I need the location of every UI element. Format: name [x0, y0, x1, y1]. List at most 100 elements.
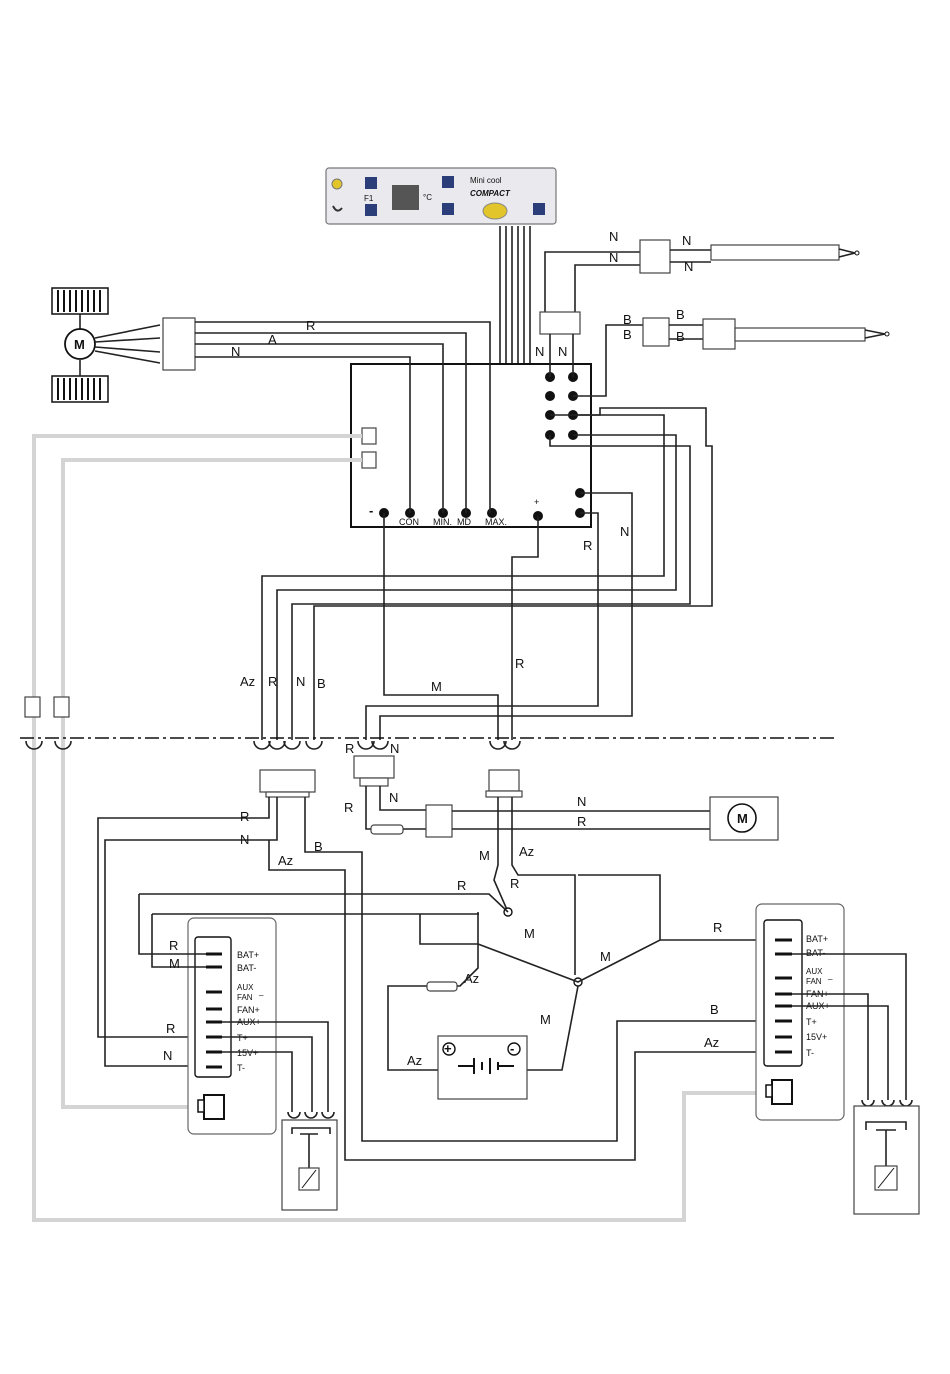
right-bat-minus: BAT- [806, 948, 825, 958]
probe-1-connector [640, 240, 670, 273]
temperature-probe-1: N N N N [545, 229, 859, 314]
wire-label-m-center: M [479, 848, 490, 863]
sensor-connector-1 [25, 697, 40, 717]
wire-label-n-board: N [620, 524, 629, 539]
wire-label-az-relay: Az [464, 971, 479, 986]
unit-label: °C [423, 193, 432, 202]
wire-label-m-main: M [431, 679, 442, 694]
left-relay-box [282, 1112, 337, 1210]
left-aux: AUX [237, 983, 254, 992]
wire-label-r-fan: R [306, 318, 315, 333]
temperature-probe-icon [711, 245, 839, 260]
control-module-left: BAT+ BAT- AUX _ FAN FAN+ AUX+ T+ 15V+ T-… [139, 894, 328, 1134]
wire-label-r-motor: R [577, 814, 586, 829]
board-connector-2 [362, 452, 376, 468]
wire-label-n-probe-b: N [609, 250, 618, 265]
wire-label-b-probe-b: B [623, 327, 632, 342]
left-t-plus: T+ [237, 1033, 248, 1043]
f1-label: F1 [364, 194, 374, 203]
wire-label-r-comp-b: R [344, 800, 353, 815]
wire-label-n-comp-b: N [389, 790, 398, 805]
wire-label-b-probe-a: B [623, 312, 632, 327]
control-panel: F1 °C Mini cool COMPACT [326, 168, 556, 224]
wire-label-n-harness: N [296, 674, 305, 689]
wire-label-r-relay-b: R [713, 920, 722, 935]
battery-minus: - [510, 1041, 514, 1056]
terminal-con: CON [399, 517, 419, 527]
wire-label-r-main: R [515, 656, 524, 671]
fuse-icon [371, 825, 403, 834]
down-arrow-button-2 [442, 203, 454, 215]
left-fan: FAN [237, 993, 253, 1002]
wire-label-n-board-b: N [558, 344, 567, 359]
temperature-display [392, 185, 419, 210]
wire-label-b-probe-c: B [676, 307, 685, 322]
compressor-connector: R N R N [344, 741, 452, 837]
fuse-icon-2 [427, 982, 457, 991]
wire-label-az-battery: Az [407, 1053, 422, 1068]
wire-label-az-mod-right: Az [704, 1035, 719, 1050]
right-t-plus: T+ [806, 1017, 817, 1027]
wire-label-n-mod-left: N [163, 1048, 172, 1063]
wire-label-b-harness: B [317, 676, 326, 691]
sensor-connector-2 [54, 697, 69, 717]
up-arrow-button-2 [442, 176, 454, 188]
terminal-md: MD [457, 517, 471, 527]
wire-label-r-mod-left: R [169, 938, 178, 953]
right-15v-plus: 15V+ [806, 1032, 827, 1042]
wire-label-n-probe-d: N [684, 259, 693, 274]
left-bat-minus: BAT- [237, 963, 256, 973]
board-plus: + [534, 497, 539, 507]
wire-label-r-comp: R [345, 741, 354, 756]
wire-label-b-mod-right: B [710, 1002, 719, 1017]
control-module-right: BAT+ BAT- AUX _ FAN FAN+ AUX+ T+ 15V+ T-… [704, 904, 906, 1120]
brand-line-1: Mini cool [470, 176, 502, 185]
wire-label-r-mod-left-b: R [166, 1021, 175, 1036]
wire-label-az-harness: Az [240, 674, 255, 689]
connector-icon [204, 1095, 224, 1119]
wire-label-n-probe-c: N [682, 233, 691, 248]
compressor-motor-label: M [737, 811, 748, 826]
wire-label-n-motor: N [577, 794, 586, 809]
wire-label-r-harness: R [268, 674, 277, 689]
left-15v-plus: 15V+ [237, 1048, 258, 1058]
fan-motor-label: M [74, 337, 85, 352]
wire-label-r-left-a: R [240, 809, 249, 824]
wire-label-r-center: R [510, 876, 519, 891]
right-aux-fan-dash: _ [827, 971, 833, 980]
wire-label-m-relay-a: M [524, 926, 535, 941]
right-fan: FAN [806, 977, 822, 986]
probe-board-connector [540, 312, 580, 334]
wire-label-az-center: Az [519, 844, 534, 859]
wire-label-b-left: B [314, 839, 323, 854]
board-connector-1 [362, 428, 376, 444]
compressor-motor: M N R [452, 794, 778, 840]
wire-label-n-board-a: N [535, 344, 544, 359]
battery-plus: + [444, 1041, 452, 1056]
left-t-minus: T- [237, 1063, 245, 1073]
logo-icon [483, 203, 507, 219]
fan-connector [163, 318, 195, 370]
up-arrow-button [365, 177, 377, 189]
right-relay-box [854, 1100, 919, 1214]
board-minus: - [369, 503, 373, 518]
wire-label-n-fan: N [231, 344, 240, 359]
bulkhead-crossings [254, 741, 520, 749]
left-fan-plus: FAN+ [237, 1005, 260, 1015]
wire-label-r-relay: R [457, 878, 466, 893]
terminal-max: MAX. [485, 517, 507, 527]
mode-button [533, 203, 545, 215]
left-bat-plus: BAT+ [237, 950, 259, 960]
terminal-min: MIN. [433, 517, 452, 527]
wire-label-b-probe-d: B [676, 329, 685, 344]
wire-label-m-mod-left: M [169, 956, 180, 971]
wire-label-n-left-a: N [240, 832, 249, 847]
wire-label-m-battery: M [540, 1012, 551, 1027]
power-button-icon [332, 179, 342, 189]
panel-ribbon-cable [500, 226, 530, 364]
wire-label-r-board: R [583, 538, 592, 553]
right-t-minus: T- [806, 1048, 814, 1058]
wire-label-n-comp: N [390, 741, 399, 756]
